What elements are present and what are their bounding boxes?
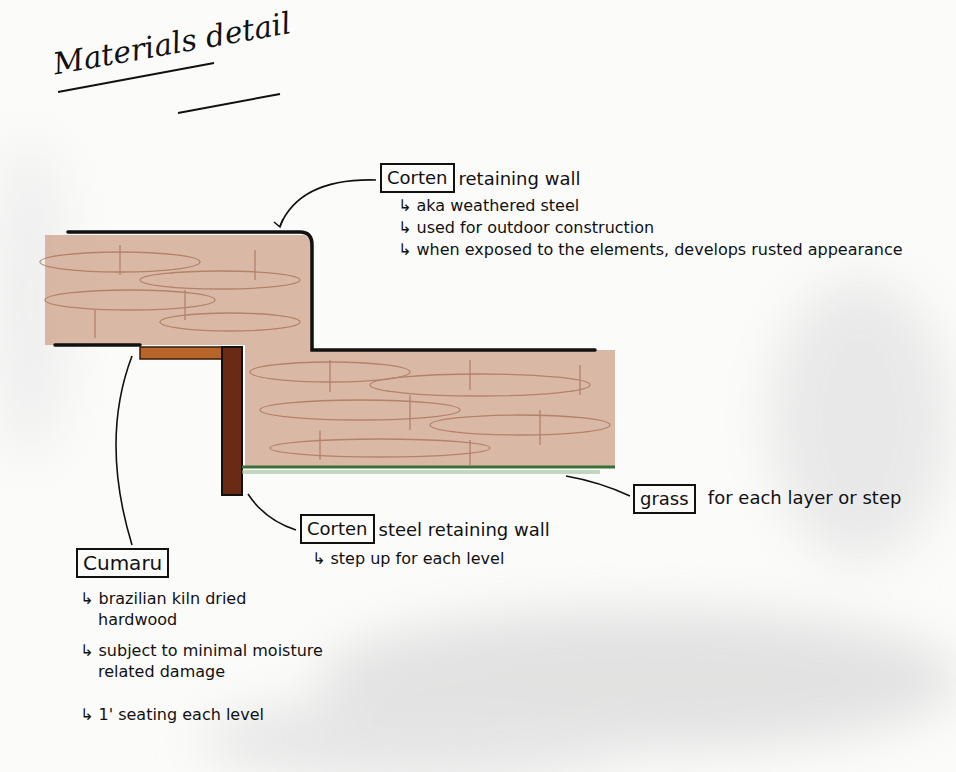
material-note: steel retaining wall xyxy=(379,518,550,542)
material-note: ↳ subject to minimal moisture related da… xyxy=(80,640,343,682)
material-note: ↳ step up for each level xyxy=(312,548,504,569)
corten-step-wall xyxy=(222,347,242,495)
grass-line xyxy=(242,466,615,469)
material-name: Corten xyxy=(387,166,448,190)
sheet-title: Materials detail xyxy=(50,0,397,84)
grass-line xyxy=(242,470,600,474)
material-note: ↳ aka weathered steel xyxy=(398,195,579,216)
material-note: ↳ brazilian kiln dried hardwood xyxy=(80,588,278,630)
material-note: retaining wall xyxy=(459,167,581,191)
material-name: Cumaru xyxy=(83,551,162,575)
material-tag: Corten xyxy=(380,163,455,193)
material-note: ↳ used for outdoor construction xyxy=(398,217,654,238)
material-tag: Cumaru xyxy=(76,548,169,578)
material-note: ↳ when exposed to the elements, develops… xyxy=(398,239,916,260)
paper-smudge xyxy=(0,140,956,772)
material-name: grass xyxy=(640,487,689,511)
material-tag: Corten xyxy=(300,514,375,544)
material-name: Corten xyxy=(307,517,368,541)
material-tag: grass xyxy=(633,484,696,514)
material-note: for each layer or step xyxy=(700,486,910,510)
material-note: ↳ 1' seating each level xyxy=(80,704,264,725)
